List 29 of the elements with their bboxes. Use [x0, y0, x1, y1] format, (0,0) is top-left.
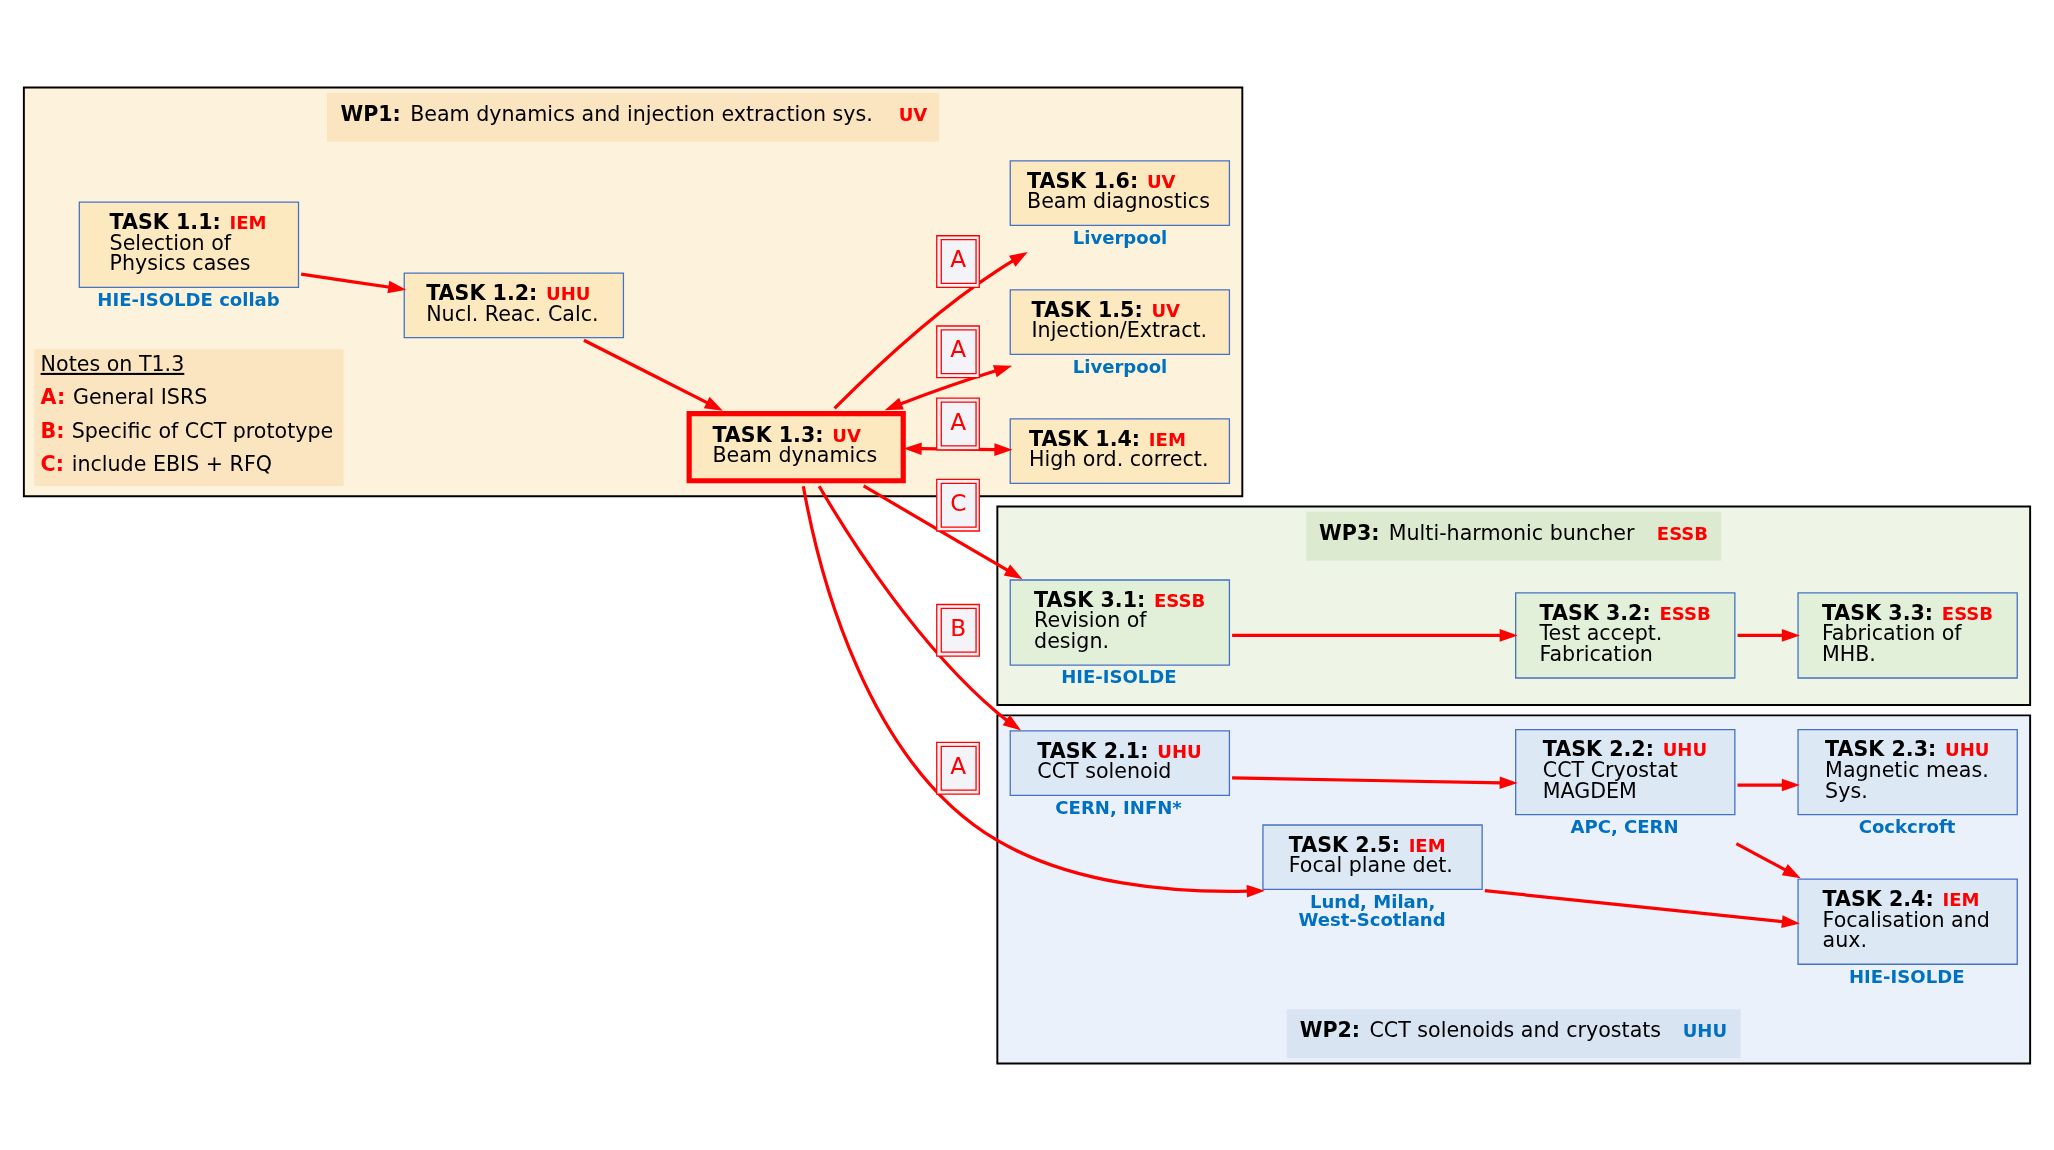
edge-label: A: [950, 751, 967, 779]
node-label: HIE-ISOLDE collab: [97, 288, 280, 310]
node-label: Cockcroft: [1858, 815, 1956, 837]
arrow: [801, 485, 1265, 898]
arrow: [1232, 775, 1518, 789]
arrow: [833, 251, 1028, 410]
node-label: Lund, Milan, West-Scotland: [1298, 890, 1446, 930]
arrow: [817, 484, 1022, 730]
node-label: HIE-ISOLDE: [1061, 665, 1177, 687]
arrow: [300, 272, 407, 293]
arrow: [903, 441, 1013, 456]
arrow: [1737, 628, 1800, 642]
arrow: [1737, 778, 1800, 791]
arrow: [1735, 841, 1801, 878]
arrow: [583, 338, 723, 411]
node-label: CERN, INFN*: [1055, 796, 1182, 818]
node-label: Liverpool: [1072, 355, 1168, 377]
arrow: [862, 484, 1023, 579]
node-box: Notes on T1.3 A: General ISRS B: Specific of CCT prototype C: include EBIS + RFQ: [34, 348, 344, 486]
edge-label: A: [950, 244, 967, 272]
edge-label: A: [950, 334, 967, 362]
node-label: Liverpool: [1072, 226, 1168, 248]
arrow: [884, 364, 1013, 410]
arrow: [1232, 628, 1518, 642]
node-label: HIE-ISOLDE: [1848, 965, 1965, 987]
node-label: APC, CERN: [1570, 815, 1679, 837]
arrow: [1484, 888, 1800, 928]
edge-label: A: [950, 407, 967, 435]
edge-label: B: [950, 613, 967, 641]
